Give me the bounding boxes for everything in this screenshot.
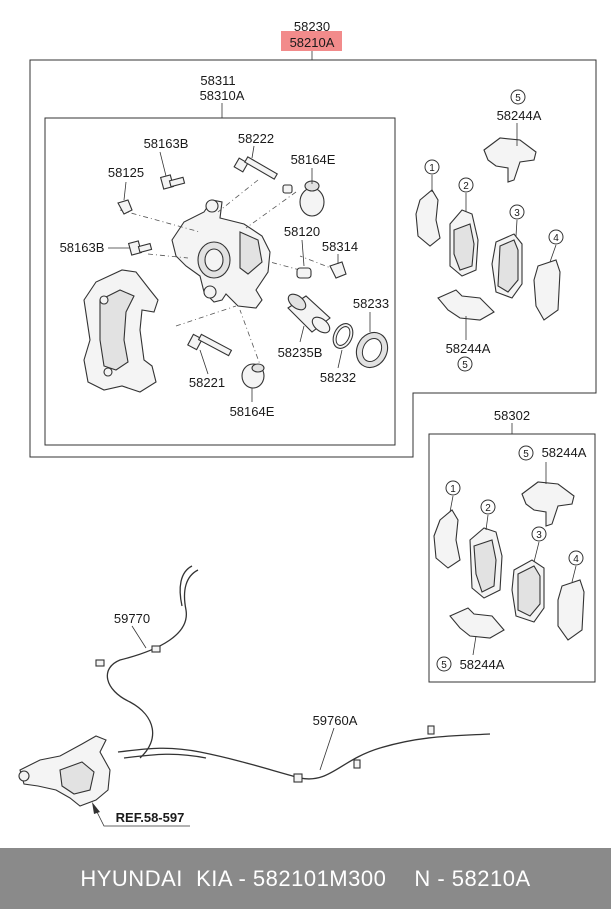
pad-clip-5-r2 — [449, 607, 505, 639]
svg-text:5: 5 — [515, 93, 521, 104]
bolt-58163B-upper — [159, 174, 186, 190]
label-58244A-r1: 58244A — [542, 445, 587, 460]
svg-text:5: 5 — [441, 660, 447, 671]
callout-5-r1: 5 — [518, 445, 534, 461]
callout-2-lower: 2 — [480, 499, 496, 515]
guide-pin-58222 — [233, 156, 278, 180]
dust-boot-58233 — [355, 331, 389, 369]
bleeder-58314 — [329, 261, 347, 279]
callout-5-r2: 5 — [436, 656, 452, 672]
label-58310A: 58310A — [200, 88, 245, 103]
label-58244A-top: 58244A — [497, 108, 542, 123]
label-58163B-a: 58163B — [144, 136, 189, 151]
assembly-outline — [29, 59, 597, 458]
callout-4-upper: 4 — [548, 229, 564, 245]
pad-shim-1-upper — [415, 189, 441, 247]
callout-2-upper: 2 — [458, 177, 474, 193]
svg-text:4: 4 — [573, 554, 579, 565]
label-58244A-mid: 58244A — [446, 341, 491, 356]
svg-text:3: 3 — [514, 208, 520, 219]
pad-clip-5-bottom — [437, 289, 495, 321]
pad-clip-5-top — [483, 137, 537, 183]
label-58164E-b: 58164E — [230, 404, 275, 419]
caliper-bracket — [83, 269, 159, 393]
piston-58235B — [287, 293, 331, 334]
label-ref-58-597: REF.58-597 — [116, 810, 185, 825]
guide-pin-58221 — [187, 333, 233, 357]
pad-2-lower — [469, 527, 503, 599]
label-58120: 58120 — [284, 224, 320, 239]
label-58222: 58222 — [238, 131, 274, 146]
label-59760A: 59760A — [313, 713, 358, 728]
label-58163B-b: 58163B — [60, 240, 105, 255]
callout-3-upper: 3 — [509, 204, 525, 220]
svg-text:1: 1 — [429, 163, 435, 174]
label-58125: 58125 — [108, 165, 144, 180]
label-59770: 59770 — [114, 611, 150, 626]
callout-5-mid: 5 — [457, 356, 473, 372]
pad-shim-1-lower — [433, 509, 461, 569]
footer-banner: HYUNDAI KIA - 582101M300 N - 58210A — [0, 848, 611, 909]
bolt-58163B-lower — [127, 240, 153, 256]
callout-1-upper: 1 — [424, 159, 440, 175]
parking-cable-59770 — [95, 565, 199, 759]
label-58302: 58302 — [494, 408, 530, 423]
pad-shim-4-lower — [557, 579, 585, 641]
callout-1-lower: 1 — [445, 480, 461, 496]
svg-text:2: 2 — [463, 181, 469, 192]
bleeder-58125 — [117, 199, 133, 215]
svg-text:3: 3 — [536, 530, 542, 541]
boot-58164E-upper — [299, 180, 325, 217]
svg-text:5: 5 — [523, 449, 529, 460]
callout-3-lower: 3 — [531, 526, 547, 542]
label-58230: 58230 — [294, 19, 330, 34]
label-58235B: 58235B — [278, 345, 323, 360]
svg-text:1: 1 — [450, 484, 456, 495]
caliper-body — [171, 199, 271, 309]
label-58232: 58232 — [320, 370, 356, 385]
callout-4-lower: 4 — [568, 550, 584, 566]
svg-text:5: 5 — [462, 360, 468, 371]
parking-lever-assembly — [18, 735, 111, 807]
callout-5-top: 5 — [510, 89, 526, 105]
svg-text:2: 2 — [485, 503, 491, 514]
label-58164E-a: 58164E — [291, 152, 336, 167]
caliper-box — [44, 117, 396, 446]
label-58221: 58221 — [189, 375, 225, 390]
boot-58164E-lower — [241, 363, 265, 389]
label-58314: 58314 — [322, 239, 358, 254]
label-58210A: 58210A — [290, 35, 335, 50]
clip-small — [282, 184, 293, 194]
label-58244A-r2: 58244A — [460, 657, 505, 672]
pad-clip-5-r1 — [521, 481, 575, 527]
parking-cable-59760A — [117, 725, 491, 783]
seal-58232 — [332, 323, 354, 349]
cap-58120 — [296, 267, 312, 279]
label-58311: 58311 — [200, 73, 235, 88]
footer-brand-part-number: HYUNDAI KIA - 582101M300 — [80, 865, 387, 891]
label-58233: 58233 — [353, 296, 389, 311]
pad-3-lower — [511, 559, 545, 623]
pad-3-upper — [491, 233, 523, 299]
pad-2-upper — [449, 209, 479, 277]
svg-text:4: 4 — [553, 233, 559, 244]
pad-shim-4-upper — [533, 259, 561, 321]
parts-diagram: 58230 58210A 58311 58310A 58163B 58222 5… — [18, 19, 597, 827]
footer-diagram-number: N - 58210A — [414, 865, 531, 891]
part-number-highlight — [281, 31, 342, 51]
